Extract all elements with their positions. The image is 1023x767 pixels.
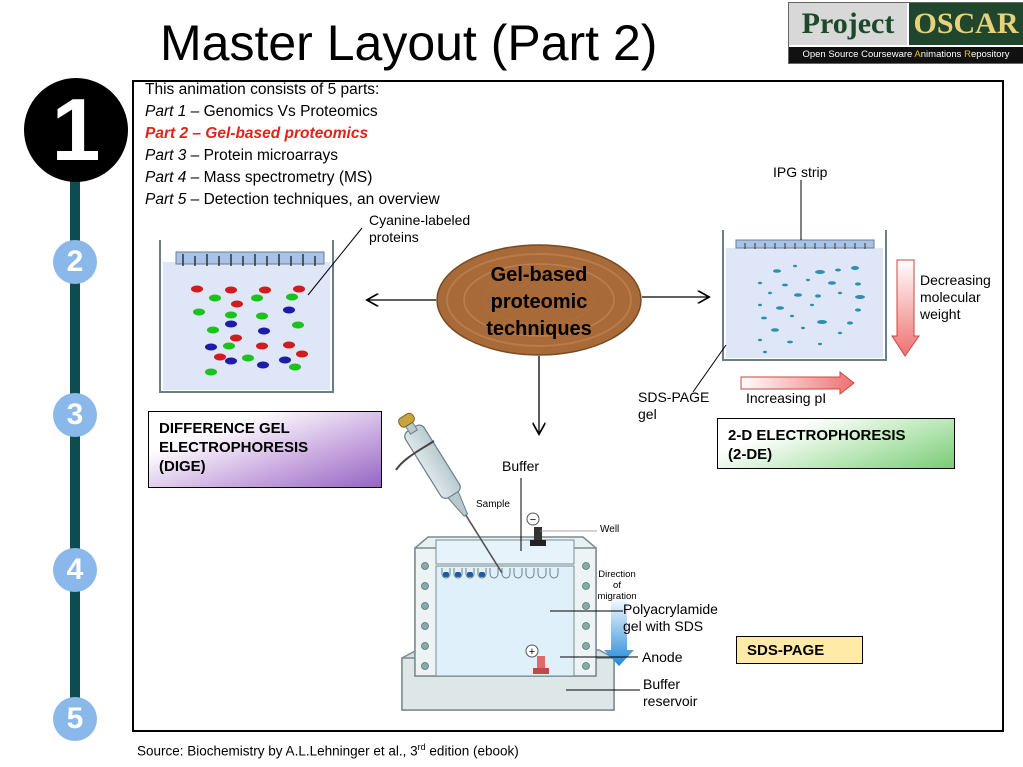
source-citation: Source: Biochemistry by A.L.Lehninger et… xyxy=(137,742,519,759)
logo-word-oscar: OSCAR xyxy=(909,3,1023,45)
dige-line-3: (DIGE) xyxy=(159,458,206,475)
intro-part-3: Part 3 – Protein microarrays xyxy=(145,147,338,164)
decreasing-mw-label: Decreasing molecular weight xyxy=(920,272,991,323)
twode-line-1: 2-D ELECTROPHORESIS xyxy=(728,427,906,444)
cyanine-label-1: Cyanine-labeled xyxy=(369,212,471,228)
twode-gel xyxy=(692,180,920,396)
polyacrylamide-label: Polyacrylamide gel with SDS xyxy=(623,601,718,635)
intro-text: This animation consists of 5 parts: Part… xyxy=(145,79,440,211)
decreasing-line-3: weight xyxy=(920,306,961,322)
buffer-reservoir-label: Buffer reservoir xyxy=(643,676,697,710)
logo-word-project: Project xyxy=(789,3,907,45)
sds-page-gel-label: SDS-PAGE gel xyxy=(638,389,709,423)
dige-line-1: DIFFERENCE GEL xyxy=(159,420,290,437)
sds-page-gel-line-1: SDS-PAGE xyxy=(638,389,710,405)
direction-label-3: migration xyxy=(597,591,636,602)
intro-part-2: Part 2 – Gel-based proteomics xyxy=(145,125,369,142)
well-label: Well xyxy=(600,524,619,535)
sample-label: Sample xyxy=(476,499,510,510)
anode-plus-sign: + xyxy=(529,646,535,658)
step-1-current[interactable]: 1 xyxy=(24,78,128,182)
cathode-minus-sign: − xyxy=(530,514,536,526)
polyacrylamide-line-2: gel with SDS xyxy=(623,618,704,634)
twode-protein-spots xyxy=(758,264,865,354)
ipg-strip-label: IPG strip xyxy=(773,164,828,180)
project-oscar-logo: Project OSCAR Open Source Courseware Ani… xyxy=(788,2,1023,64)
intro-part-1: Part 1 – Genomics Vs Proteomics xyxy=(145,103,378,120)
buffer-label: Buffer xyxy=(502,458,540,474)
central-oval xyxy=(436,244,642,356)
decreasing-line-2: molecular xyxy=(920,289,981,305)
twode-line-2: (2-DE) xyxy=(728,446,773,463)
dige-gel xyxy=(159,227,363,393)
step-timeline-bar xyxy=(70,170,80,740)
decreasing-line-1: Decreasing xyxy=(920,272,991,288)
sds-page-gel-line-2: gel xyxy=(638,406,657,422)
reservoir-line-1: Buffer xyxy=(643,676,681,692)
slide-title: Master Layout (Part 2) xyxy=(160,15,658,71)
intro-part-5: Part 5 – Detection techniques, an overvi… xyxy=(145,191,440,208)
cyanine-label: Cyanine-labeled proteins xyxy=(369,212,470,246)
twode-box: 2-D ELECTROPHORESIS (2-DE) xyxy=(717,418,955,469)
anode-label: Anode xyxy=(642,649,683,665)
reservoir-line-2: reservoir xyxy=(643,693,698,709)
central-line-2: proteomic xyxy=(490,291,588,313)
dige-box: DIFFERENCE GEL ELECTROPHORESIS (DIGE) xyxy=(148,411,382,488)
central-topic: Gel-based proteomic techniques xyxy=(436,262,642,343)
dige-protein-spots xyxy=(191,285,308,376)
direction-label-2: of xyxy=(613,580,621,591)
step-4-button[interactable]: 4 xyxy=(53,548,97,592)
polyacrylamide-line-1: Polyacrylamide xyxy=(623,601,718,617)
dige-line-2: ELECTROPHORESIS xyxy=(159,439,309,456)
central-line-1: Gel-based xyxy=(490,264,588,286)
intro-part-4: Part 4 – Mass spectrometry (MS) xyxy=(145,169,373,186)
central-line-3: techniques xyxy=(486,318,592,340)
sds-page-box: SDS-PAGE xyxy=(736,636,863,664)
direction-label-1: Direction xyxy=(598,569,636,580)
sds-page-apparatus xyxy=(395,412,640,711)
step-3-button[interactable]: 3 xyxy=(53,393,97,437)
step-5-button[interactable]: 5 xyxy=(53,697,97,741)
intro-heading: This animation consists of 5 parts: xyxy=(145,81,380,98)
logo-tagline: Open Source Courseware Animations Reposi… xyxy=(789,47,1023,63)
cyanine-label-2: proteins xyxy=(369,229,419,245)
content-panel xyxy=(132,80,1004,732)
step-2-button[interactable]: 2 xyxy=(53,240,97,284)
increasing-pi-label: Increasing pI xyxy=(746,390,827,406)
